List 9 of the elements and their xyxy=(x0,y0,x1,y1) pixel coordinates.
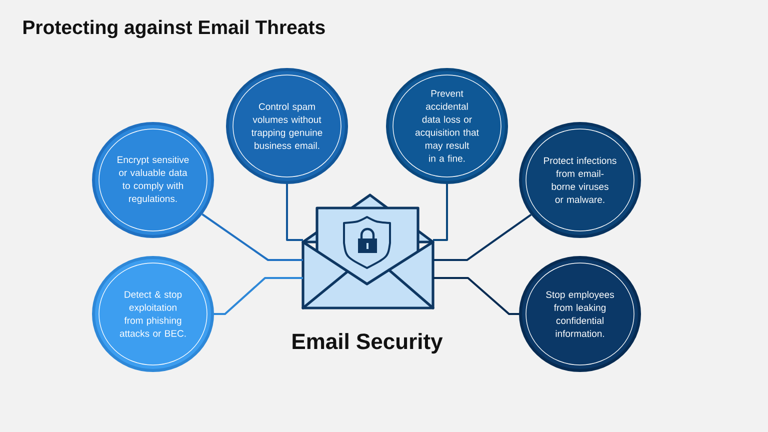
connector-line xyxy=(286,184,303,241)
title: Protecting against Email Threats xyxy=(24,20,325,38)
connector-line xyxy=(214,277,303,315)
connector-line xyxy=(433,277,519,315)
connector-line xyxy=(433,184,448,241)
connector-line xyxy=(202,213,303,261)
envelope-illustration xyxy=(302,194,434,310)
node-label: Email Security xyxy=(292,333,443,354)
connector-line xyxy=(433,214,532,261)
